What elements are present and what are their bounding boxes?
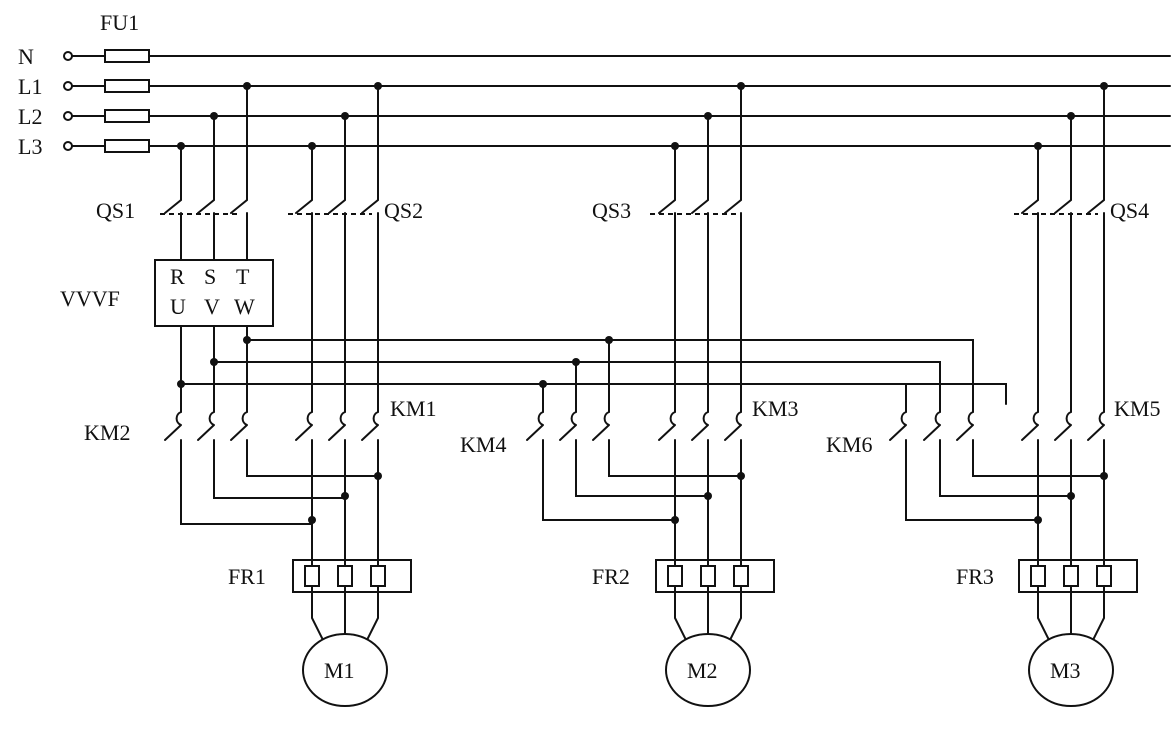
vvvf-terminal-t: T [236, 264, 250, 289]
contactor-km4 [526, 403, 742, 521]
overload-label-fr1: FR1 [228, 564, 266, 589]
contactor-km2 [164, 403, 379, 525]
contactor-km1 [295, 225, 382, 561]
isolator-label-qs3: QS3 [592, 198, 631, 223]
line-label-l1: L1 [18, 74, 42, 99]
vvvf-terminal-w: W [234, 294, 255, 319]
fuse-l2 [104, 109, 150, 123]
motor-m1: M1 [302, 591, 388, 707]
overload-label-fr3: FR3 [956, 564, 994, 589]
supply-bus [63, 49, 1171, 153]
fuse-l3 [104, 139, 150, 153]
overload-label-fr2: FR2 [592, 564, 630, 589]
contactor-label-km1: KM1 [390, 396, 436, 421]
overload-fr2 [655, 559, 775, 593]
line-label-l2: L2 [18, 104, 42, 129]
motor-label-m3: M3 [1050, 658, 1081, 683]
isolator-qs3 [650, 85, 742, 227]
isolator-label-qs2: QS2 [384, 198, 423, 223]
vvvf-terminal-u: U [170, 294, 186, 319]
vvvf-label: VVVF [60, 286, 120, 311]
contactor-label-km3: KM3 [752, 396, 798, 421]
isolator-qs1 [160, 85, 248, 261]
motor-label-m2: M2 [687, 658, 718, 683]
fuse-n [104, 49, 150, 63]
vvvf-drive: R S T U V W [154, 259, 274, 327]
motor-m2: M2 [665, 591, 751, 707]
isolator-label-qs1: QS1 [96, 198, 135, 223]
fuse-l1 [104, 79, 150, 93]
fuse-label: FU1 [100, 10, 139, 35]
contactor-label-km6: KM6 [826, 432, 872, 457]
contactor-km5 [1021, 225, 1108, 561]
isolator-qs2 [288, 85, 379, 227]
contactor-label-km2: KM2 [84, 420, 130, 445]
isolator-label-qs4: QS4 [1110, 198, 1149, 223]
vvvf-terminal-v: V [204, 294, 220, 319]
line-label-n: N [18, 44, 34, 69]
motor-label-m1: M1 [324, 658, 355, 683]
line-label-l3: L3 [18, 134, 42, 159]
contactor-km3 [658, 225, 745, 561]
motor-m3: M3 [1028, 591, 1114, 707]
overload-fr1 [292, 559, 412, 593]
vvvf-terminal-s: S [204, 264, 216, 289]
contactor-label-km4: KM4 [460, 432, 506, 457]
vvvf-terminal-r: R [170, 264, 185, 289]
contactor-km6 [889, 383, 1105, 521]
contactor-label-km5: KM5 [1114, 396, 1160, 421]
vvvf-output-bus [177, 325, 1007, 405]
overload-fr3 [1018, 559, 1138, 593]
isolator-qs4 [1014, 85, 1105, 227]
